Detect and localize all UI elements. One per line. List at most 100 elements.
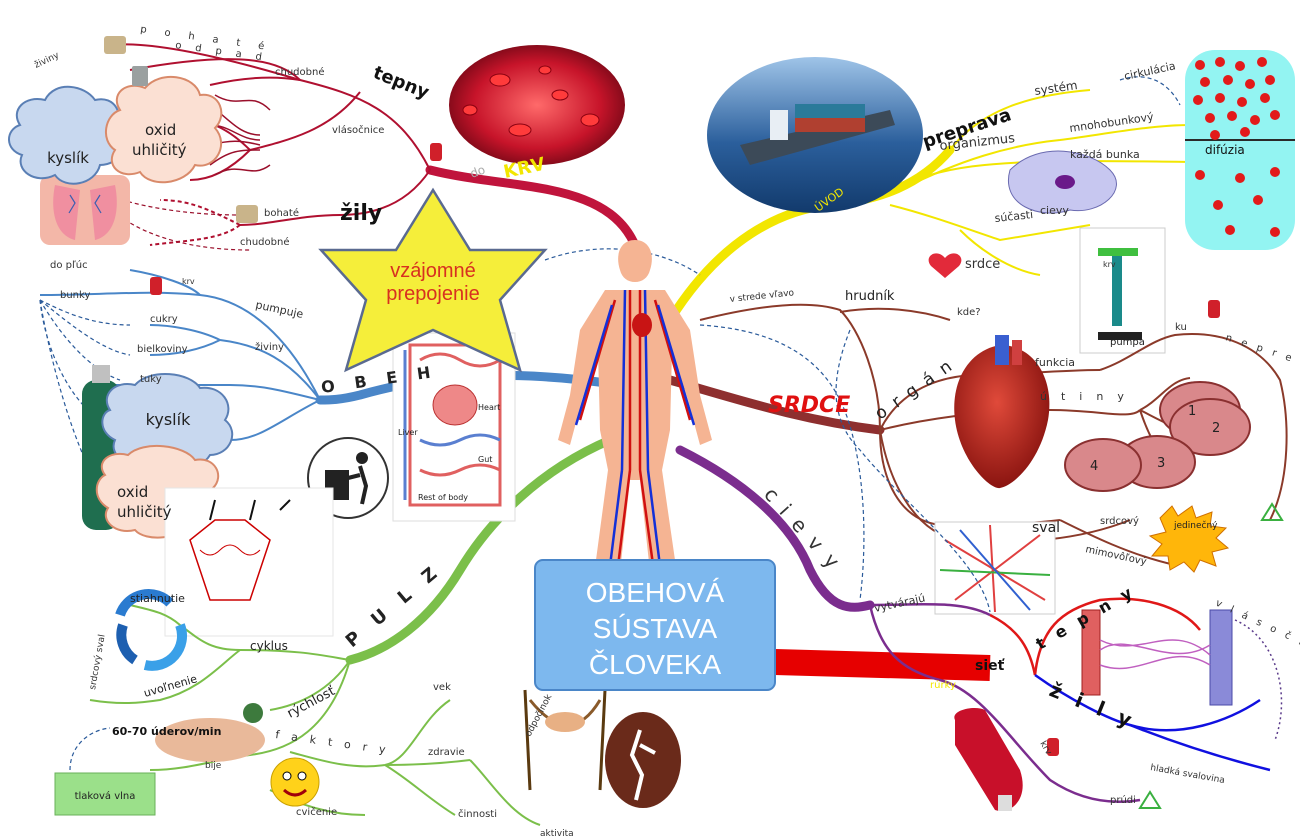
uvod-cievy: cievy: [1040, 204, 1069, 217]
obeh-bielkoviny: bielkoviny: [137, 344, 188, 355]
human-circulation-figure: [558, 240, 712, 640]
ship-image: [707, 57, 923, 213]
diffusion-dot: [1215, 57, 1225, 67]
blood-vessel-image: [449, 45, 625, 165]
diffusion-dot: [1235, 173, 1245, 183]
diffusion-dot: [1193, 95, 1203, 105]
blood-bag-icon-2: [150, 277, 162, 295]
srdce-sval: sval: [1032, 520, 1060, 536]
cievy-rurky: rúrky: [930, 679, 956, 691]
diffusion-dot: [1215, 93, 1225, 103]
diffusion-dot: [1260, 93, 1270, 103]
uvod-cirkulacia: cirkulácia: [1123, 59, 1177, 83]
pump-image: [1079, 227, 1166, 354]
title-box: [534, 559, 776, 691]
pulz-branches: [89, 604, 541, 826]
diffusion-dot: [1270, 167, 1280, 177]
blood-bag-icon-3: [1208, 300, 1220, 318]
star-line1: vzájomné: [390, 260, 476, 282]
metro-map-image: [934, 521, 1056, 615]
krv-tepny: tepny: [370, 62, 432, 103]
recycle-icon: [1260, 502, 1284, 521]
diffusion-dot: [1195, 60, 1205, 70]
uvod-krv: krv: [1103, 260, 1116, 269]
diffusion-dot: [1205, 113, 1215, 123]
krv-oxid: oxid: [145, 121, 176, 139]
pulz-cyklus: cyklus: [250, 639, 288, 653]
obeh-krv: krv: [182, 277, 195, 286]
srdce-organ: orgán: [871, 351, 964, 424]
diffusion-dot: [1213, 200, 1223, 210]
hammock-icon: [523, 689, 607, 791]
pulz-srdcovy-sval: srdcový sval: [88, 634, 108, 691]
star-line2: prepojenie: [386, 283, 479, 305]
title-line2: SÚSTAVA: [593, 613, 718, 644]
krv-zivny: živiny: [33, 50, 61, 70]
obeh-dashed-links: [39, 299, 131, 471]
thumbs-up-icon: [104, 36, 126, 54]
diffusion-dot: [1210, 130, 1220, 140]
krv-kyslik: kyslík: [47, 149, 89, 167]
pulz-cvicenie: cvičenie: [296, 806, 337, 818]
diffusion-dot: [1270, 227, 1280, 237]
cloud-kyslik-left: [101, 373, 234, 472]
cievy-vytvaraju: vytvárajú: [873, 591, 926, 615]
trash-icon: [132, 66, 148, 86]
recycle-arrows-icon: [115, 589, 187, 671]
circulation-diagram: [392, 332, 516, 522]
cievy-pruzi: prúdi: [1110, 794, 1136, 806]
srdce-vstrede: v strede vľavo: [729, 288, 795, 305]
pulz-stiahnutie: stiahnutie: [130, 592, 185, 605]
pulse-hand-icon: [155, 703, 265, 762]
obeh-kyslik: kyslík: [146, 410, 191, 429]
krv-chudobne: chudobné: [275, 66, 324, 78]
cell-image: [1007, 150, 1117, 214]
runner-image: [605, 712, 681, 808]
thumbs-up-icon-2: [236, 205, 258, 223]
diagram-rest: Rest of body: [418, 493, 468, 502]
lungs-icon: [40, 175, 130, 245]
capillary-network-image: [1081, 609, 1233, 706]
diffusion-dashed-arrow: [1119, 76, 1181, 106]
cloud-oxid-top: [105, 75, 223, 184]
pulz-rychlost: rýchlosť: [285, 684, 338, 722]
obeh-do-pluc: do pľúc: [50, 259, 88, 271]
uvod-srdce: srdce: [965, 257, 1000, 272]
krv-uhlicity: uhličitý: [132, 141, 187, 159]
srdce-nepret: neprestáva: [1224, 331, 1300, 391]
blood-bag-image: [954, 708, 1023, 811]
srdce-chamber-4: 4: [1090, 459, 1098, 474]
blood-bag-icon-4: [1047, 738, 1059, 756]
title-line3: ČLOVEKA: [589, 649, 722, 680]
krv-bohate: bohaté: [264, 207, 299, 219]
pulz-uvolnenie: uvoľnenie: [142, 672, 199, 700]
diffusion-dot: [1200, 77, 1210, 87]
star-shape: [318, 187, 548, 373]
uvod-system: systém: [1033, 78, 1078, 98]
cievy-siet: sieť: [975, 658, 1006, 674]
srdce-jedinecny: jedinečný: [1173, 520, 1218, 531]
cievy-hladka: hladká svalovina: [1149, 763, 1225, 786]
diffusion-dot: [1195, 170, 1205, 180]
diffusion-dot: [1250, 115, 1260, 125]
pulz-zdravie: zdravie: [428, 747, 465, 758]
srdce-hrudnik: hrudník: [845, 289, 895, 304]
uvod-difuzia: difúzia: [1205, 143, 1245, 157]
krv-chudobne2: chudobné: [240, 236, 289, 248]
srdce-utiny: útiny: [1040, 390, 1138, 403]
pulz-dashed: [69, 727, 111, 771]
label-srdce: SRDCE: [768, 393, 850, 418]
krv-zily: žily: [340, 201, 382, 226]
pulz-bije: bije: [205, 761, 222, 771]
uvod-sucasti: súčasti: [994, 208, 1034, 225]
uvod-pumpa: pumpa: [1110, 337, 1145, 348]
heart-cycle-diagram: [164, 487, 334, 637]
smiley-runner-icon: [270, 757, 320, 807]
diffusion-dot: [1235, 61, 1245, 71]
obeh-oxid: oxid: [117, 483, 148, 501]
branch-cievy: [675, 445, 875, 612]
recycle-icon-2: [1138, 790, 1162, 809]
obeh-uhlicity: uhličitý: [117, 503, 172, 521]
srdce-funkcia: funkcia: [1035, 356, 1075, 369]
